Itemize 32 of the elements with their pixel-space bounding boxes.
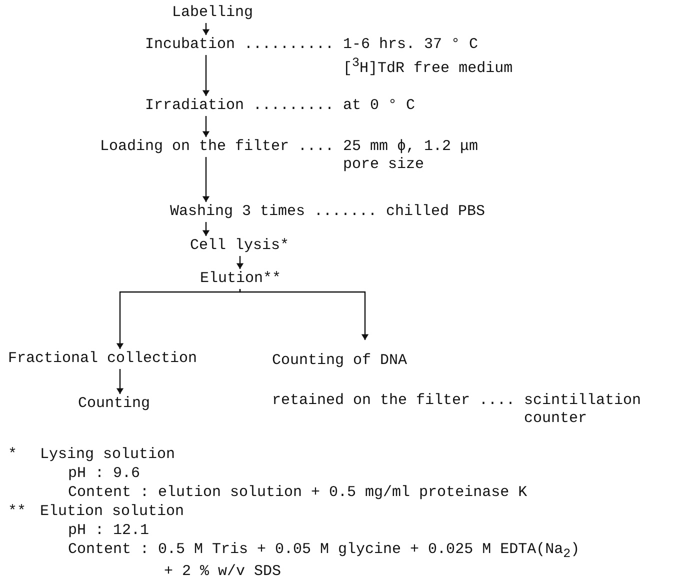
step-text: Irradiation <box>145 97 244 115</box>
arrow <box>202 222 210 236</box>
step-text: Fractional collection <box>8 350 198 368</box>
condition-text: .......... 1-6 hrs. 37 ° C [$^{3}$H]TdR free medium <box>244 36 514 78</box>
step-text: Counting <box>78 395 150 413</box>
step-text: Washing 3 times <box>170 203 306 221</box>
condition-text: .... scintillation counter <box>479 392 642 428</box>
arrow <box>236 256 244 269</box>
footnote-text: Content : elution solution + 0.5 mg/ml proteinase K <box>68 484 528 502</box>
footnote-mark: ** <box>8 503 26 521</box>
condition-text: ....... chilled PBS <box>314 203 486 221</box>
footnote-mark: * <box>8 446 18 464</box>
condition-text: ......... at 0 ° C <box>253 97 416 115</box>
step-text: Cell lysis* <box>190 237 290 255</box>
arrow <box>202 116 210 137</box>
step-text: Counting of DNA retained on the filter <box>272 341 477 421</box>
footnote-text: pH : 12.1 <box>68 522 150 540</box>
arrow <box>202 157 210 202</box>
footnote-text: Lysing solution <box>40 446 176 464</box>
step-text: Labelling <box>172 4 254 22</box>
arrow <box>202 55 210 96</box>
step-text: Elution** <box>200 270 282 288</box>
arrow <box>202 23 210 35</box>
step-text: Loading on the filter <box>100 138 290 156</box>
step-text: Incubation <box>145 36 236 54</box>
arrow <box>239 289 369 340</box>
condition-text: .... 25 mm ϕ, 1.2 μm pore size <box>298 138 480 174</box>
footnote-text: pH : 9.6 <box>68 465 140 483</box>
arrow <box>116 369 124 394</box>
footnote-text: Elution solution <box>40 503 184 521</box>
arrow <box>116 289 241 349</box>
footnote-text: Content : 0.5 M Tris + 0.05 M glycine + 0.025 M EDTA(Na$_{2}$) + 2 % w/v SDS <box>68 541 581 581</box>
